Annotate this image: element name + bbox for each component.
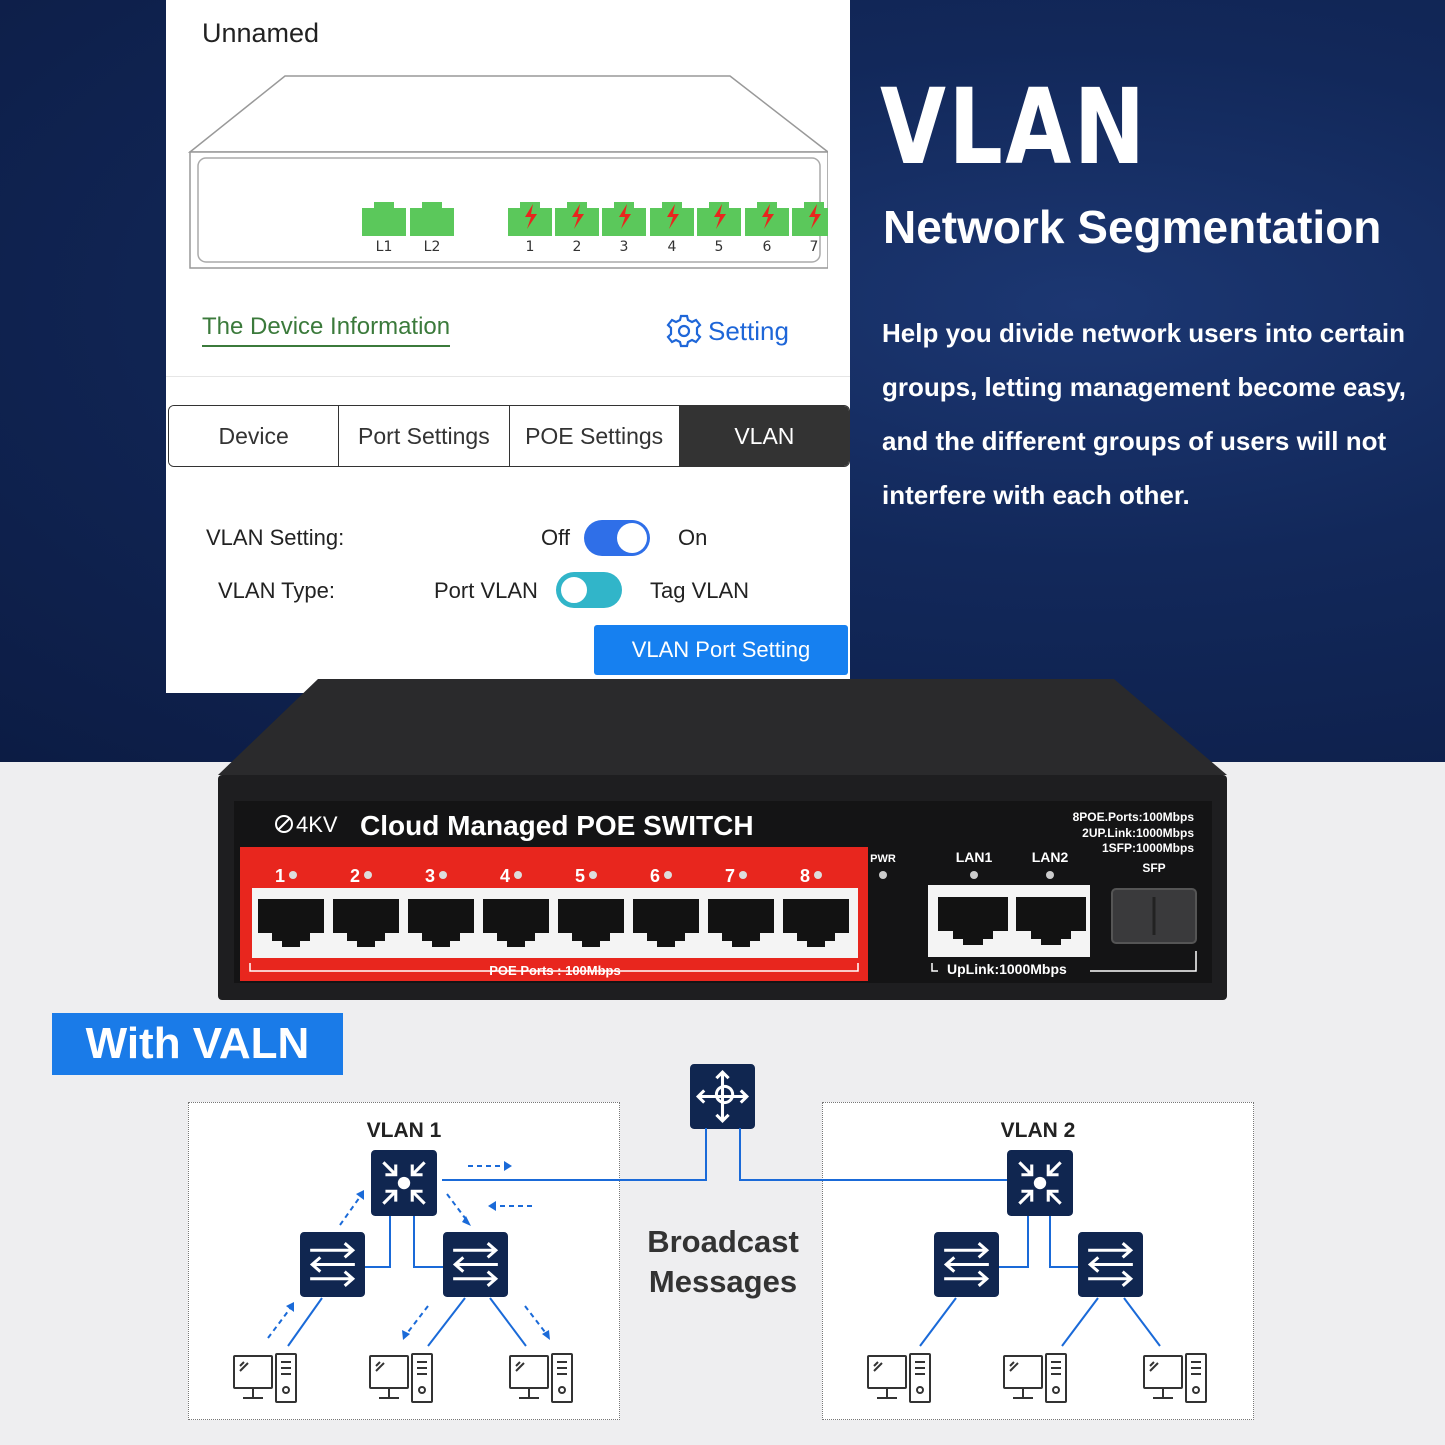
hw-port-number: 2 bbox=[350, 866, 360, 886]
device-name: Unnamed bbox=[202, 18, 320, 48]
uplink-port bbox=[1016, 897, 1086, 945]
hw-port-number: 6 bbox=[650, 866, 660, 886]
port-vlan-label: Port VLAN bbox=[434, 578, 538, 603]
product-name: Cloud Managed POE SWITCH bbox=[360, 810, 754, 841]
poe-bolt-icon bbox=[572, 204, 584, 229]
vlan-type-label: VLAN Type: bbox=[218, 578, 335, 603]
broadcast-line-1: Broadcast bbox=[647, 1224, 799, 1259]
vlan-on-label: On bbox=[678, 525, 708, 550]
port-label: 4 bbox=[668, 239, 677, 255]
sfp-label: SFP bbox=[1142, 861, 1165, 875]
port-label: 2 bbox=[573, 239, 582, 255]
app-panel: Unnamed L1L212345678 The Device Informat… bbox=[166, 0, 850, 693]
vlan1-box: VLAN 1 bbox=[188, 1102, 620, 1420]
switch-port-diagram: L1L212345678 bbox=[188, 75, 828, 269]
ethernet-port bbox=[258, 899, 324, 947]
poe-bolt-icon bbox=[525, 204, 537, 229]
poe-ports-label: POE Ports : 100Mbps bbox=[489, 963, 620, 978]
port-1[interactable] bbox=[508, 202, 552, 236]
ethernet-port bbox=[483, 899, 549, 947]
ethernet-port bbox=[708, 899, 774, 947]
vlan2-title: VLAN 2 bbox=[1000, 1119, 1076, 1142]
divider bbox=[166, 376, 850, 377]
hw-port-number: 3 bbox=[425, 866, 435, 886]
poe-bolt-icon bbox=[667, 204, 679, 229]
setting-link[interactable]: Setting bbox=[666, 313, 789, 349]
poe-bolt-icon bbox=[619, 204, 631, 229]
port-l1[interactable] bbox=[362, 202, 406, 236]
port-label: 1 bbox=[526, 239, 535, 255]
tag-vlan-label: Tag VLAN bbox=[650, 578, 750, 603]
port-4[interactable] bbox=[650, 202, 694, 236]
hw-port-number: 1 bbox=[275, 866, 285, 886]
headline-subtitle: Network Segmentation bbox=[883, 201, 1382, 253]
tab-vlan[interactable]: VLAN bbox=[679, 406, 849, 466]
brand-name: 4KV bbox=[296, 812, 338, 837]
poe-bolt-icon bbox=[714, 204, 726, 229]
headline-description: Help you divide network users into certa… bbox=[882, 318, 1406, 510]
port-2[interactable] bbox=[555, 202, 599, 236]
port-7[interactable] bbox=[792, 202, 828, 236]
gear-icon bbox=[666, 314, 702, 348]
setting-label: Setting bbox=[708, 315, 789, 346]
lan1-label: LAN1 bbox=[956, 849, 993, 865]
uplink-label: UpLink:1000Mbps bbox=[947, 961, 1067, 977]
broadcast-messages-label: Broadcast Messages bbox=[630, 1222, 816, 1302]
vlan-setting-label: VLAN Setting: bbox=[206, 525, 345, 550]
ethernet-port bbox=[333, 899, 399, 947]
port-label: 6 bbox=[763, 239, 772, 255]
lan2-label: LAN2 bbox=[1032, 849, 1069, 865]
ethernet-port bbox=[783, 899, 849, 947]
toggle-knob bbox=[559, 575, 589, 605]
port-led bbox=[739, 871, 747, 879]
ethernet-port bbox=[558, 899, 624, 947]
vlan1-title: VLAN 1 bbox=[366, 1119, 442, 1142]
tab-bar: Device Port Settings POE Settings VLAN bbox=[168, 405, 850, 467]
spec-line-2: 2UP.Link:1000Mbps bbox=[1082, 826, 1194, 840]
vlan-off-label: Off bbox=[541, 525, 570, 550]
spec-line-1: 8POE.Ports:100Mbps bbox=[1073, 810, 1195, 824]
headline-title: VLAN bbox=[880, 66, 1148, 188]
vlan-port-setting-button[interactable]: VLAN Port Setting bbox=[594, 625, 848, 675]
vlan-type-toggle[interactable] bbox=[556, 572, 622, 608]
port-led bbox=[814, 871, 822, 879]
ethernet-port bbox=[408, 899, 474, 947]
broadcast-line-2: Messages bbox=[648, 1264, 798, 1299]
port-label: 5 bbox=[715, 239, 724, 255]
tab-poe-settings[interactable]: POE Settings bbox=[509, 406, 680, 466]
uplink-port bbox=[938, 897, 1008, 945]
hw-port-number: 5 bbox=[575, 866, 585, 886]
port-5[interactable] bbox=[697, 202, 741, 236]
spec-line-3: 1SFP:1000Mbps bbox=[1102, 841, 1194, 855]
port-led bbox=[364, 871, 372, 879]
port-label: L2 bbox=[424, 239, 441, 255]
port-led bbox=[589, 871, 597, 879]
hw-port-number: 4 bbox=[500, 866, 510, 886]
ethernet-port bbox=[633, 899, 699, 947]
port-3[interactable] bbox=[602, 202, 646, 236]
port-led bbox=[289, 871, 297, 879]
port-label: 7 bbox=[810, 239, 819, 255]
with-vlan-banner: With VALN bbox=[52, 1013, 343, 1075]
port-l2[interactable] bbox=[410, 202, 454, 236]
poe-bolt-icon bbox=[762, 204, 774, 229]
tab-port-settings[interactable]: Port Settings bbox=[339, 406, 510, 466]
pwr-label: PWR bbox=[870, 853, 896, 865]
toggle-knob bbox=[617, 523, 647, 553]
tab-device[interactable]: Device bbox=[169, 406, 340, 466]
port-led bbox=[514, 871, 522, 879]
brand-logo bbox=[275, 815, 293, 833]
hw-port-number: 7 bbox=[725, 866, 735, 886]
port-led bbox=[664, 871, 672, 879]
poe-switch-hardware: 4KV Cloud Managed POE SWITCH 8POE.Ports:… bbox=[218, 679, 1227, 1000]
vlan2-box: VLAN 2 bbox=[822, 1102, 1254, 1420]
vlan-setting-toggle[interactable] bbox=[584, 520, 650, 556]
hw-port-number: 8 bbox=[800, 866, 810, 886]
port-label: 3 bbox=[620, 239, 629, 255]
device-information-link[interactable]: The Device Information bbox=[202, 313, 451, 347]
poe-bolt-icon bbox=[809, 204, 821, 229]
port-led bbox=[439, 871, 447, 879]
port-label: L1 bbox=[376, 239, 393, 255]
port-6[interactable] bbox=[745, 202, 789, 236]
